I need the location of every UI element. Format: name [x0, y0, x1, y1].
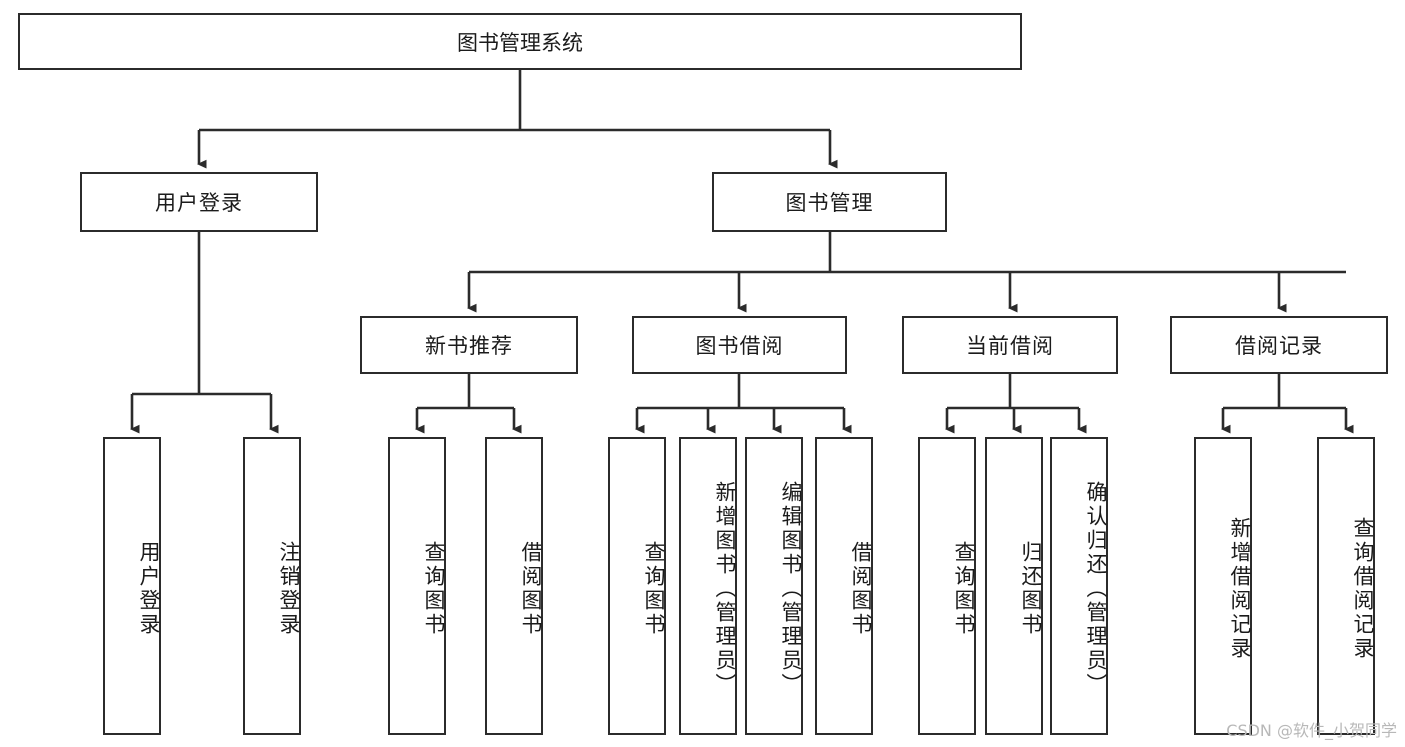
node-leaf-confirm-return[interactable]: 确认归还（管理员）: [1050, 437, 1108, 735]
leaf-label: 注销登录: [277, 541, 301, 637]
node-leaf-add-record[interactable]: 新增借阅记录: [1194, 437, 1252, 735]
node-book-borrow[interactable]: 图书借阅: [632, 316, 847, 374]
leaf-label: 查询图书: [952, 541, 976, 637]
node-leaf-query-book-2[interactable]: 查询图书: [608, 437, 666, 735]
node-leaf-return-book[interactable]: 归还图书: [985, 437, 1043, 735]
node-leaf-add-book[interactable]: 新增图书（管理员）: [679, 437, 737, 735]
node-leaf-query-book-3[interactable]: 查询图书: [918, 437, 976, 735]
node-leaf-borrow-book-1[interactable]: 借阅图书: [485, 437, 543, 735]
leaf-label: 确认归还（管理员）: [1084, 481, 1108, 697]
leaf-label: 查询图书: [422, 541, 446, 637]
leaf-label: 用户登录: [137, 541, 161, 637]
node-new-book-recommend[interactable]: 新书推荐: [360, 316, 578, 374]
node-book-management[interactable]: 图书管理: [712, 172, 947, 232]
leaf-label: 新增借阅记录: [1228, 517, 1252, 661]
node-leaf-borrow-book-2[interactable]: 借阅图书: [815, 437, 873, 735]
node-leaf-query-book-1[interactable]: 查询图书: [388, 437, 446, 735]
csdn-watermark: CSDN @软件_小贺同学: [1226, 721, 1397, 740]
leaf-label: 查询借阅记录: [1351, 517, 1375, 661]
leaf-label: 借阅图书: [519, 541, 543, 637]
node-leaf-query-record[interactable]: 查询借阅记录: [1317, 437, 1375, 735]
node-leaf-logout[interactable]: 注销登录: [243, 437, 301, 735]
leaf-label: 查询图书: [642, 541, 666, 637]
node-user-login[interactable]: 用户登录: [80, 172, 318, 232]
leaf-label: 借阅图书: [849, 541, 873, 637]
node-root-system[interactable]: 图书管理系统: [18, 13, 1022, 70]
node-current-borrow[interactable]: 当前借阅: [902, 316, 1118, 374]
leaf-label: 编辑图书（管理员）: [779, 481, 803, 697]
node-leaf-edit-book[interactable]: 编辑图书（管理员）: [745, 437, 803, 735]
node-leaf-user-login[interactable]: 用户登录: [103, 437, 161, 735]
node-borrow-record[interactable]: 借阅记录: [1170, 316, 1388, 374]
leaf-label: 归还图书: [1019, 541, 1043, 637]
leaf-label: 新增图书（管理员）: [713, 481, 737, 697]
